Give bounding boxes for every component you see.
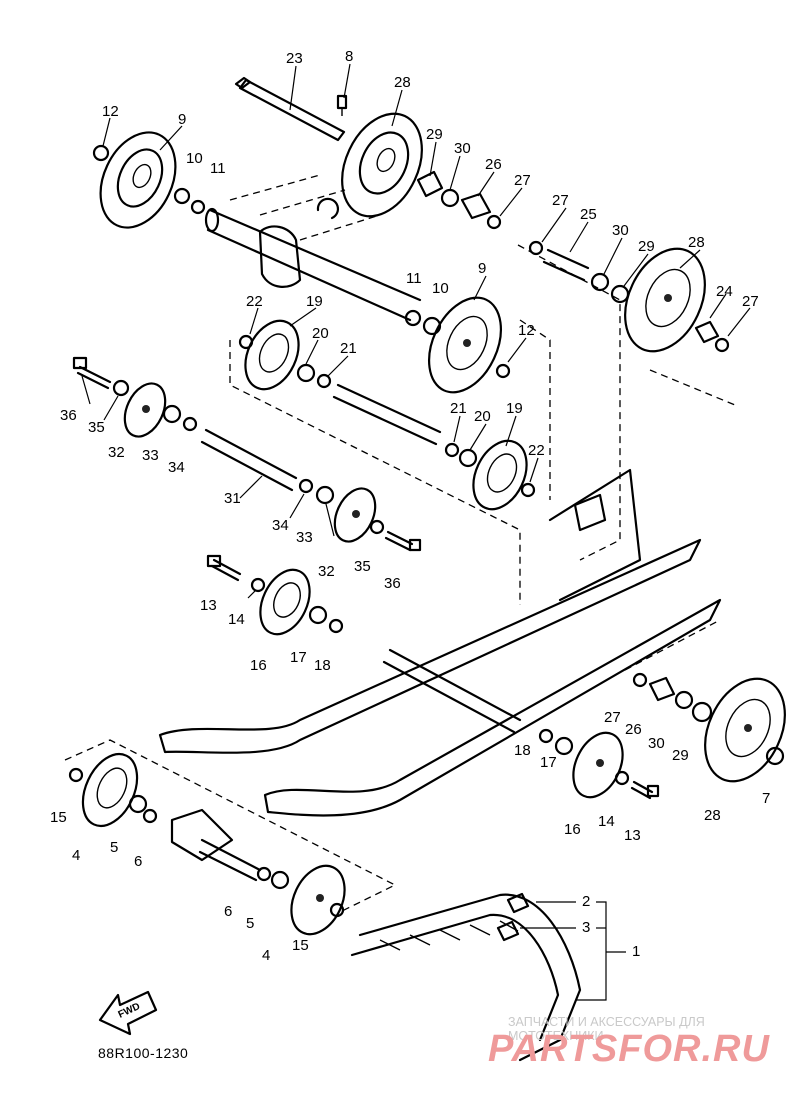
callout-26-upper: 26	[485, 156, 502, 173]
upper-shaft-23	[234, 76, 346, 142]
forward-arrow-icon: FWD	[98, 990, 158, 1036]
callout-14-left: 14	[228, 611, 245, 628]
callout-13-right: 13	[624, 827, 641, 844]
callout-36-right: 36	[384, 575, 401, 592]
callout-36-left: 36	[60, 407, 77, 424]
bolt-8	[336, 94, 348, 116]
callout-1: 1	[632, 943, 640, 960]
callout-25: 25	[580, 206, 597, 223]
callout-4-right: 4	[262, 947, 270, 964]
callout-9-mid: 9	[478, 260, 486, 277]
callout-12-mid: 12	[518, 322, 535, 339]
callout-16-left: 16	[250, 657, 267, 674]
callout-27-right-b: 27	[742, 293, 759, 310]
track-belt	[350, 892, 582, 1062]
callout-15-left: 15	[50, 809, 67, 826]
callout-4-left: 4	[72, 847, 80, 864]
callout-29-bottom: 29	[672, 747, 689, 764]
callout-29-right: 29	[638, 238, 655, 255]
callout-19-left: 19	[306, 293, 323, 310]
callout-30-right: 30	[612, 222, 629, 239]
callout-17-left: 17	[290, 649, 307, 666]
callout-34-right: 34	[272, 517, 289, 534]
callout-20-right: 20	[474, 408, 491, 425]
callout-5-left: 5	[110, 839, 118, 856]
callout-26-bottom: 26	[625, 721, 642, 738]
idler-wheel-32-right	[333, 487, 377, 543]
track-leader-bracket	[520, 901, 626, 1001]
callout-33-left: 33	[142, 447, 159, 464]
callout-29-upper: 29	[426, 126, 443, 143]
callout-27-upper: 27	[514, 172, 531, 189]
callout-20-left: 20	[312, 325, 329, 342]
diagram-code: 88R100-1230	[98, 1045, 189, 1061]
callout-21-right: 21	[450, 400, 467, 417]
callout-28-right: 28	[688, 234, 705, 251]
rear-axle-assembly	[170, 648, 522, 882]
idler-wheel-16-left	[259, 568, 311, 636]
callout-32-left: 32	[108, 444, 125, 461]
main-cross-shaft	[204, 174, 422, 322]
callout-17-right: 17	[540, 754, 557, 771]
callout-3: 3	[582, 919, 590, 936]
callout-23: 23	[286, 50, 303, 67]
callout-15-right: 15	[292, 937, 309, 954]
callout-10-upper: 10	[186, 150, 203, 167]
idler-wheel-4-left	[81, 752, 139, 828]
callout-18-right: 18	[514, 742, 531, 759]
callout-16-right: 16	[564, 821, 581, 838]
idler-wheel-9-mid	[428, 296, 502, 394]
idler-wheel-28-top	[341, 112, 423, 218]
callout-19-right: 19	[506, 400, 523, 417]
callout-30-upper: 30	[454, 140, 471, 157]
callout-27-bottom: 27	[604, 709, 621, 726]
callout-35-right: 35	[354, 558, 371, 575]
slide-rail-left	[158, 538, 702, 754]
callout-2: 2	[582, 893, 590, 910]
reference-dash-lines	[64, 244, 736, 913]
small-parts	[68, 144, 785, 918]
idler-wheel-16-right	[572, 731, 624, 799]
leader-lines	[81, 63, 751, 599]
slide-rail-right	[263, 598, 722, 817]
callout-21-left: 21	[340, 340, 357, 357]
idler-wheel-28-right	[624, 247, 706, 353]
callout-7: 7	[762, 790, 770, 807]
callout-14-right: 14	[598, 813, 615, 830]
callout-10-mid: 10	[432, 280, 449, 297]
callout-32-right: 32	[318, 563, 335, 580]
callout-8: 8	[345, 48, 353, 65]
callout-28-bottom: 28	[704, 807, 721, 824]
callout-28-top: 28	[394, 74, 411, 91]
callout-13-left: 13	[200, 597, 217, 614]
callout-35-left: 35	[88, 419, 105, 436]
callout-11-mid: 11	[406, 270, 422, 287]
callout-18-left: 18	[314, 657, 331, 674]
callout-33-right: 33	[296, 529, 313, 546]
idler-wheel-28-bottom	[704, 677, 786, 783]
callout-34-left: 34	[168, 459, 185, 476]
watermark-logo: PARTSFOR.RU	[488, 1028, 770, 1070]
callout-labels: 23 8 28 12 9 10 11 29 30 26 27 27 25 30 …	[50, 48, 770, 964]
callout-6-right: 6	[224, 903, 232, 920]
callout-27-right-a: 27	[552, 192, 569, 209]
callout-30-bottom: 30	[648, 735, 665, 752]
callout-9-left: 9	[178, 111, 186, 128]
suspension-arms	[548, 468, 642, 602]
callout-31: 31	[224, 490, 241, 507]
callout-11-upper: 11	[210, 160, 226, 177]
callout-22-left: 22	[246, 293, 263, 310]
callout-6-left: 6	[134, 853, 142, 870]
callout-12-left: 12	[102, 103, 119, 120]
callout-22-right: 22	[528, 442, 545, 459]
idler-wheel-9-upper-left	[99, 131, 177, 229]
idler-wheel-32-left	[123, 382, 167, 438]
callout-5-right: 5	[246, 915, 254, 932]
watermark-tagline: ЗАПЧАСТИ И АКСЕССУАРЫ ДЛЯ МОТОТЕХНИКИ	[508, 1015, 705, 1043]
idler-wheel-19-right	[472, 439, 528, 511]
callout-24: 24	[716, 283, 733, 300]
idler-wheel-19-left	[244, 319, 300, 391]
idler-wheel-4-right	[290, 864, 346, 936]
